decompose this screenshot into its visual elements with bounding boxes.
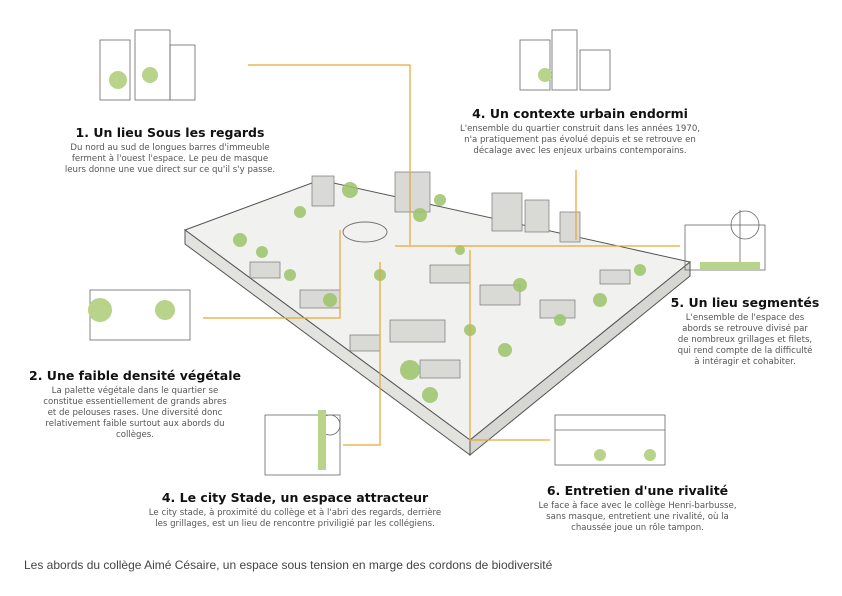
annotation-3: 4. Le city Stade, un espace attracteur L… [145,490,445,530]
annotation-text: L'ensemble du quartier construit dans le… [459,124,701,156]
annotation-title: 4. Un contexte urbain endormi [472,106,688,121]
isometric-neighborhood-model [183,171,692,457]
annotation-title: 4. Le city Stade, un espace attracteur [161,490,429,505]
sketch-4-buildings [519,29,611,91]
annotation-title: 2. Une faible densité végétale [29,368,241,383]
annotation-2: 2. Une faible densité végétale La palett… [25,368,245,441]
annotation-title: 6. Entretien d'une rivalité [546,483,729,498]
sketch-vignettes [88,29,766,476]
leader-lines [203,64,680,446]
annotation-text: Le face à face avec le collège Henri-bar… [538,501,737,533]
annotation-text: Le city stade, à proximité du collège et… [148,508,442,529]
sketch-2-vegetation [88,289,191,341]
sketch-5-fences [684,210,766,271]
annotation-text: La palette végétale dans le quartier se … [43,386,227,440]
figure-caption: Les abords du collège Aimé Césaire, un e… [24,558,553,572]
annotation-text: L'ensemble de l'espace des abords se ret… [677,313,813,367]
annotation-6: 6. Entretien d'une rivalité Le face à fa… [525,483,750,534]
annotation-4: 4. Un contexte urbain endormi L'ensemble… [445,106,715,157]
annotation-title: 5. Un lieu segmentés [670,295,820,310]
sketch-3-city-stade [264,410,341,476]
annotation-5: 5. Un lieu segmentés L'ensemble de l'esp… [655,295,835,368]
annotation-1: 1. Un lieu Sous les regards Du nord au s… [35,125,305,176]
sketch-6-college [554,414,666,466]
sketch-1-buildings [99,29,196,101]
annotation-text: Du nord au sud de longues barres d'immeu… [64,143,276,175]
annotation-title: 1. Un lieu Sous les regards [75,125,265,140]
